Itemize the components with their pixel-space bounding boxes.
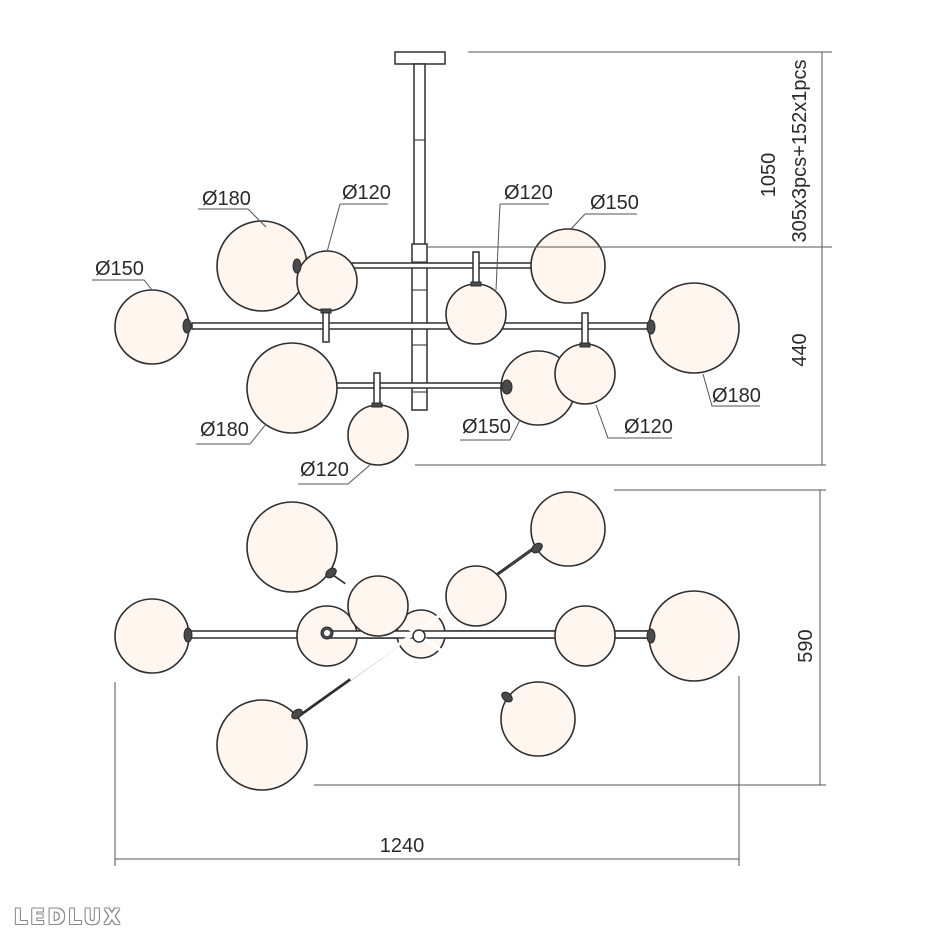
- socket: [579, 342, 591, 348]
- center-hub: [412, 629, 426, 643]
- globe-180-lower-left: [246, 342, 338, 434]
- socket: [182, 318, 192, 334]
- socket: [292, 258, 302, 274]
- top-globe-inner-right: [554, 605, 616, 667]
- socket: [531, 542, 543, 554]
- label-diameter-150-c: Ø150: [462, 416, 511, 438]
- label-diameter-180-b: Ø180: [712, 385, 761, 407]
- top-globe-inner-left: [347, 575, 409, 637]
- globe-120-upper: [296, 250, 358, 312]
- socket: [183, 627, 193, 643]
- globe-120-lower: [347, 404, 409, 466]
- spread-height-label: 440: [789, 333, 811, 366]
- depth-dimension-label: 590: [795, 629, 817, 662]
- top-globe-inner-upper: [445, 565, 507, 627]
- socket: [501, 691, 513, 703]
- globe-150-left: [114, 289, 190, 365]
- socket: [291, 708, 303, 720]
- width-dimension-label: 1240: [380, 835, 425, 857]
- top-globe-lower-left: [216, 699, 308, 791]
- top-globe-upper-right: [530, 491, 606, 567]
- socket: [646, 628, 656, 644]
- globe-150-upper-right: [530, 228, 606, 304]
- socket: [320, 308, 332, 314]
- label-diameter-150-b: Ø150: [95, 258, 144, 280]
- socket: [501, 379, 513, 395]
- side-view: Ø180 Ø120 Ø120 Ø150 Ø150 Ø180 Ø120 Ø150 …: [92, 51, 832, 485]
- top-globe-left: [114, 598, 190, 674]
- ceiling-canopy: [394, 51, 446, 65]
- label-diameter-120-a: Ø120: [342, 182, 391, 204]
- stem-4: [373, 372, 381, 406]
- label-diameter-180-c: Ø180: [200, 419, 249, 441]
- globe-120-center: [445, 283, 507, 345]
- socket: [470, 281, 482, 287]
- arm-lower: [335, 382, 511, 389]
- label-diameter-150-a: Ø150: [590, 192, 639, 214]
- rod-segments-label: 305x3pcs+152x1pcs: [789, 60, 811, 243]
- stem-3: [581, 312, 589, 346]
- socket: [646, 319, 656, 335]
- top-globe-lower-right: [500, 681, 576, 757]
- arm-upper: [351, 262, 535, 269]
- suspension-rod: [413, 63, 426, 250]
- top-globe-upper-left: [246, 501, 338, 593]
- socket: [371, 402, 383, 408]
- label-diameter-120-d: Ø120: [300, 459, 349, 481]
- top-globe-right: [648, 590, 740, 682]
- globe-120-right: [554, 343, 616, 405]
- height-dimension-label: 1050: [758, 153, 780, 198]
- brand-logo: LEDLUX: [14, 905, 124, 929]
- top-view: 590 1240: [114, 489, 826, 866]
- label-diameter-120-c: Ø120: [624, 416, 673, 438]
- socket: [325, 567, 337, 579]
- label-diameter-180-a: Ø180: [202, 188, 251, 210]
- label-diameter-120-b: Ø120: [504, 182, 553, 204]
- stem-2: [322, 309, 330, 343]
- globe-180-right: [648, 282, 740, 374]
